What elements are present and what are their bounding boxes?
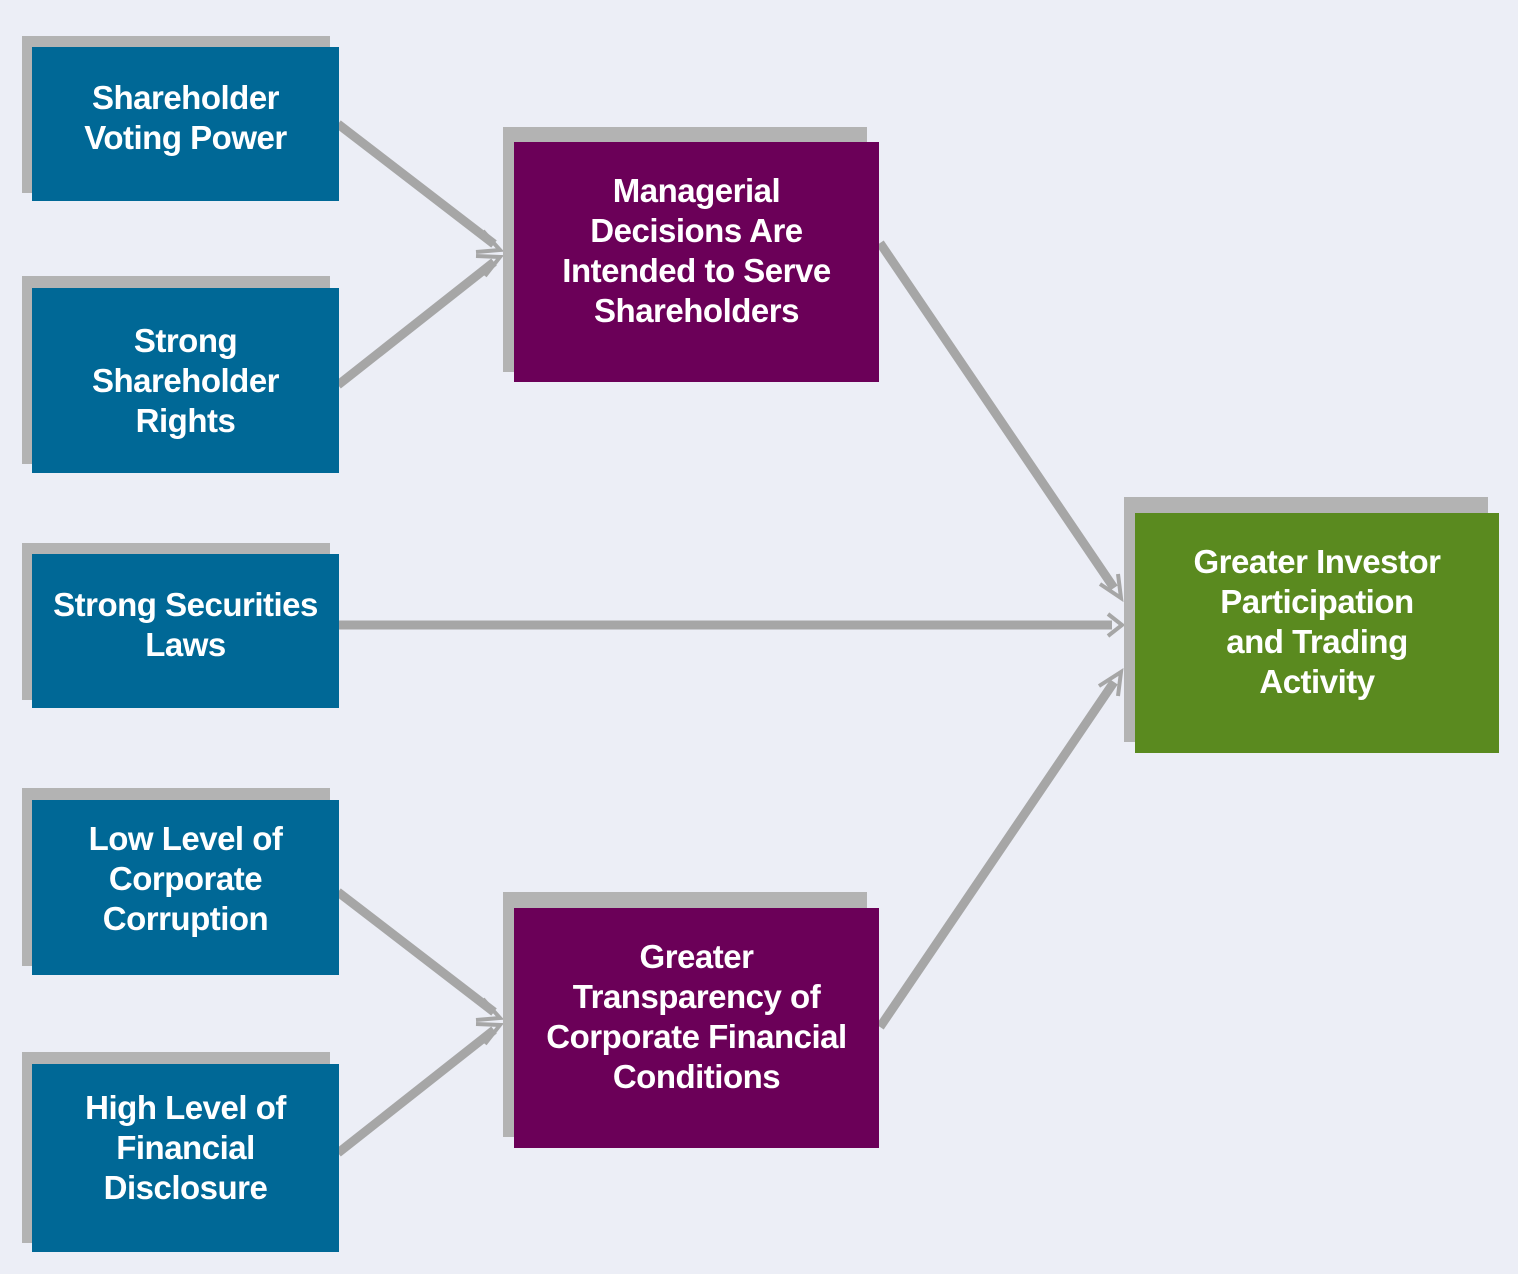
- node-label: Managerial Decisions Are Intended to Ser…: [514, 142, 879, 382]
- node-label: Greater Investor Participation and Tradi…: [1135, 513, 1499, 753]
- arrowhead-transparency: [1097, 668, 1124, 697]
- edge-rights-to-managerial: [335, 258, 497, 389]
- node-label: High Level of Financial Disclosure: [32, 1064, 339, 1252]
- node-label: Low Level of Corporate Corruption: [32, 800, 339, 975]
- node-label: Shareholder Voting Power: [32, 47, 339, 201]
- arrowhead-voting: [475, 229, 505, 254]
- edge-corruption-to-transparency: [335, 888, 497, 1016]
- node-label: Strong Shareholder Rights: [32, 288, 339, 473]
- edge-transparency-to-investor: [876, 679, 1118, 1030]
- edge-managerial-to-investor: [876, 240, 1118, 591]
- arrowhead-disclosure: [475, 1022, 504, 1046]
- arrowhead-rights: [475, 254, 504, 278]
- arrowhead-laws: [1106, 612, 1126, 638]
- edge-disclosure-to-transparency: [335, 1026, 497, 1157]
- arrowhead-corruption: [475, 997, 505, 1022]
- arrowhead-managerial: [1098, 573, 1124, 603]
- node-label: Strong Securities Laws: [32, 554, 339, 708]
- edge-voting-to-managerial: [335, 120, 497, 248]
- node-label: Greater Transparency of Corporate Financ…: [514, 908, 879, 1148]
